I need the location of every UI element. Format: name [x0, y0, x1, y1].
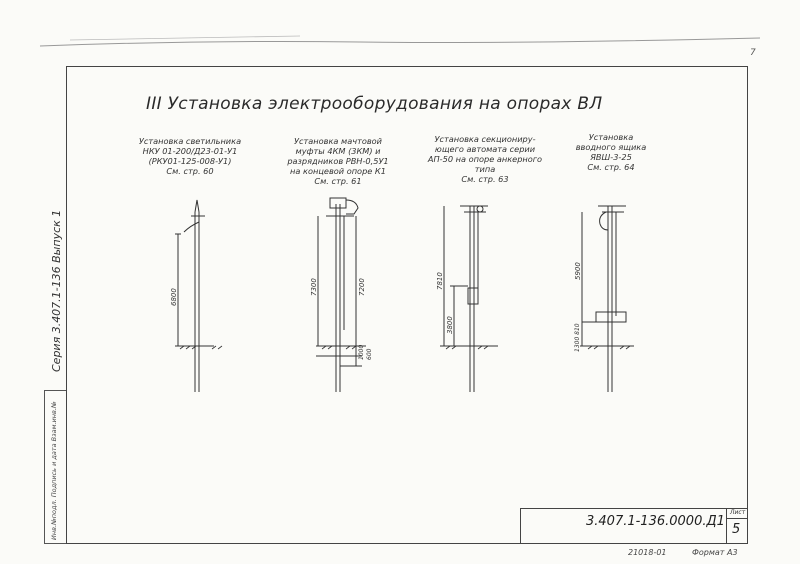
sheet-number: 5 — [732, 522, 741, 537]
format-label: Формат А3 — [692, 548, 738, 557]
caption-cable-sleeve: Установка мачтовой муфты 4КМ (3КМ) и раз… — [287, 136, 389, 186]
dim-pole2-left: 7300 — [310, 278, 318, 296]
side-stamp-strip — [44, 390, 66, 544]
caption-luminaire: Установка светильника НКУ 01-200/Д23-01-… — [138, 136, 242, 176]
sheet-label: Лист — [730, 509, 746, 516]
sheet-frame — [66, 66, 748, 544]
dim-pole4-bottom: 1300 810 — [574, 323, 581, 352]
corner-mark: 7 — [750, 48, 756, 58]
caption-input-box: Установка вводного ящика ЯВШ-3-25 См. ст… — [575, 132, 647, 172]
pole-sectional-breaker — [440, 205, 498, 392]
title-block-divider — [726, 508, 728, 544]
dim-pole2-bottom-a: 1000 — [358, 344, 365, 360]
dim-pole3-bottom: 3800 — [446, 316, 454, 334]
dim-pole3-top: 7810 — [436, 272, 444, 290]
order-number: 21018-01 — [628, 548, 667, 557]
dim-pole4-top: 5900 — [574, 262, 582, 280]
caption-sectional-breaker: Установка секциониру- ющего автомата сер… — [427, 134, 543, 184]
drawing-designation: 3.407.1-136.0000.Д1 — [586, 514, 725, 529]
pole-cable-sleeve — [316, 197, 366, 392]
pole-luminaire — [175, 199, 223, 392]
dim-pole1-height: 6800 — [170, 288, 178, 306]
title-block-hline — [726, 518, 748, 520]
dim-pole2-right: 7200 — [358, 278, 366, 296]
dim-pole2-bottom-b: 600 — [366, 348, 373, 360]
top-edge-line — [39, 35, 761, 47]
pole-input-box — [580, 205, 634, 392]
section-title: III Установка электрооборудования на опо… — [146, 94, 603, 114]
title-block — [520, 508, 748, 544]
